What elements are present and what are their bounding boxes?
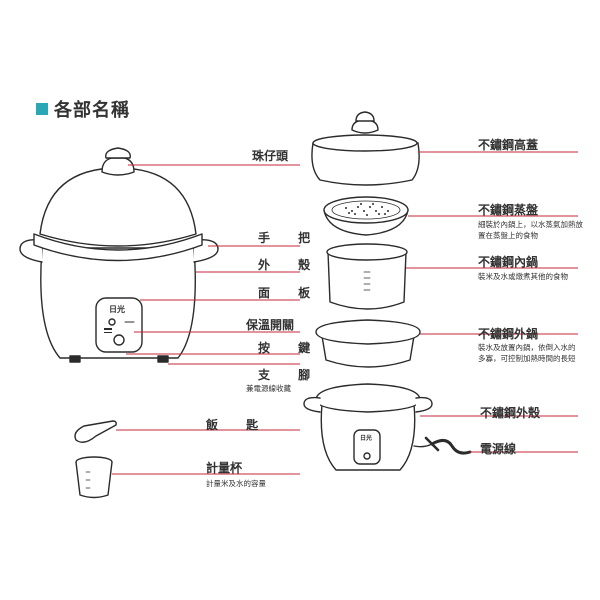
label-panel: 面 板: [258, 286, 323, 300]
note-feet: 兼電源線收藏: [246, 384, 291, 393]
high-lid-illustration: [311, 111, 420, 186]
label-inner-pot: 不鏽鋼內鍋: [478, 255, 539, 269]
section-title: 各部名稱: [54, 100, 130, 121]
label-feet: 支 腳: [258, 368, 323, 382]
section-heading: 各部名稱: [36, 96, 130, 122]
rice-spoon-illustration: [74, 420, 117, 443]
label-knob: 珠仔頭: [252, 149, 289, 163]
steam-tray-illustration: [323, 196, 409, 236]
label-power-cord: 電源線: [480, 442, 517, 456]
note-outer-pot-2: 多寡，可控制加熱時間的長短: [478, 354, 576, 363]
label-spoon: 飯 匙: [206, 418, 271, 432]
note-cup: 計量米及水的容量: [206, 479, 266, 488]
label-keep-warm-switch: 保溫開關: [246, 318, 295, 332]
note-steam-tray-1: 細裝於內鍋上，以水蒸氣加熱放: [478, 220, 583, 229]
measuring-cup-illustration: [75, 456, 113, 499]
outer-pot-illustration: [315, 319, 421, 368]
outer-shell-illustration: [303, 383, 472, 471]
note-steam-tray-2: 置在蒸盤上的食物: [478, 231, 538, 240]
label-outer-pot: 不鏽鋼外鍋: [478, 327, 539, 341]
label-shell: 外 殼: [258, 258, 323, 272]
panel-brand-text: 日光: [109, 305, 125, 314]
heading-square-icon: [36, 103, 48, 115]
note-outer-pot-1: 裝水及放置內鍋，依倒入水的: [478, 343, 576, 352]
label-steam-tray: 不鏽鋼蒸盤: [478, 203, 539, 217]
label-lid: 不鏽鋼高蓋: [478, 138, 539, 152]
assembled-cooker-illustration: [19, 147, 219, 363]
note-inner-pot: 裝米及水或燉煮其他的食物: [478, 272, 568, 281]
label-cup: 計量杯: [206, 461, 243, 475]
label-outer-shell: 不鏽鋼外殼: [480, 406, 541, 420]
shell-brand-text: 日光: [360, 435, 373, 442]
label-handle: 手 把: [258, 231, 323, 245]
inner-pot-illustration: [326, 243, 408, 310]
label-button: 按 鍵: [258, 341, 323, 355]
